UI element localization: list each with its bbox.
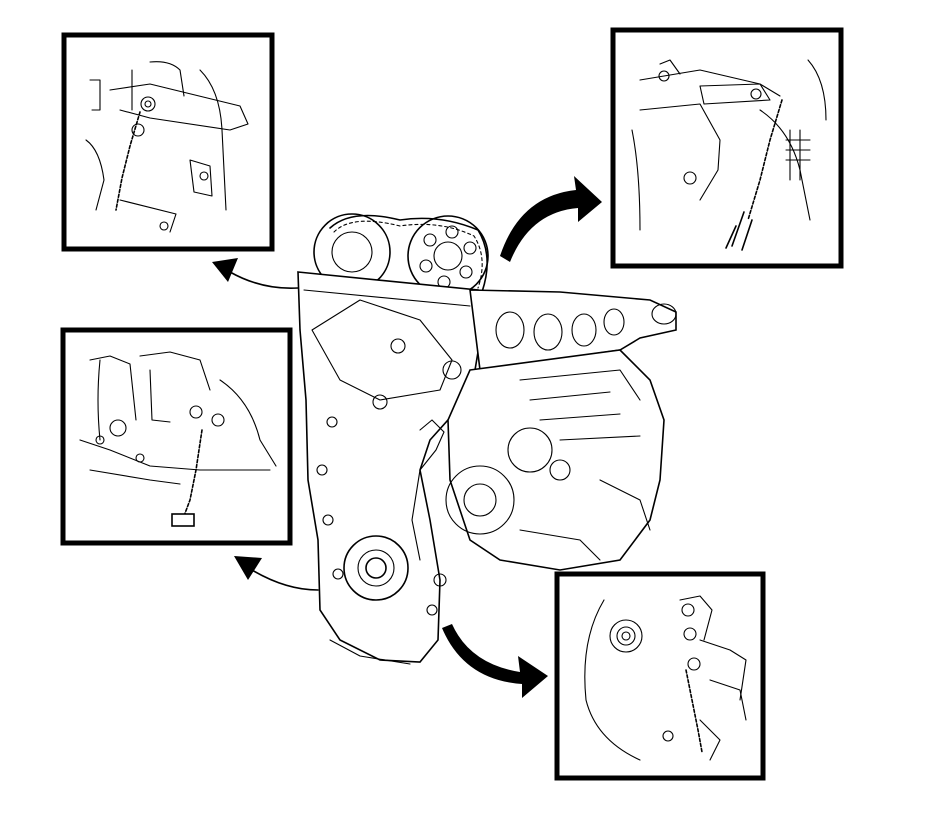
detail-upper-left	[61, 32, 275, 252]
timing-cover-bolt	[747, 99, 783, 221]
crank-pulley	[343, 535, 409, 601]
engine-block	[447, 349, 665, 571]
oil-pan-bolt	[183, 429, 203, 517]
detail-upper-right	[610, 27, 844, 269]
cam-sprockets	[313, 213, 489, 297]
detail-lower-right	[554, 571, 766, 781]
arrow-to-lower-right	[442, 624, 548, 698]
engine-block-drawing	[297, 213, 677, 665]
crank-seal-bolt	[685, 669, 703, 753]
chain-tensioner-bolt	[115, 111, 141, 211]
callout-arrows	[212, 176, 602, 698]
arrow-to-middle-left	[251, 569, 319, 591]
arrow-to-upper-left	[229, 271, 299, 289]
arrow-to-upper-right	[500, 176, 602, 262]
detail-middle-left	[60, 327, 293, 546]
